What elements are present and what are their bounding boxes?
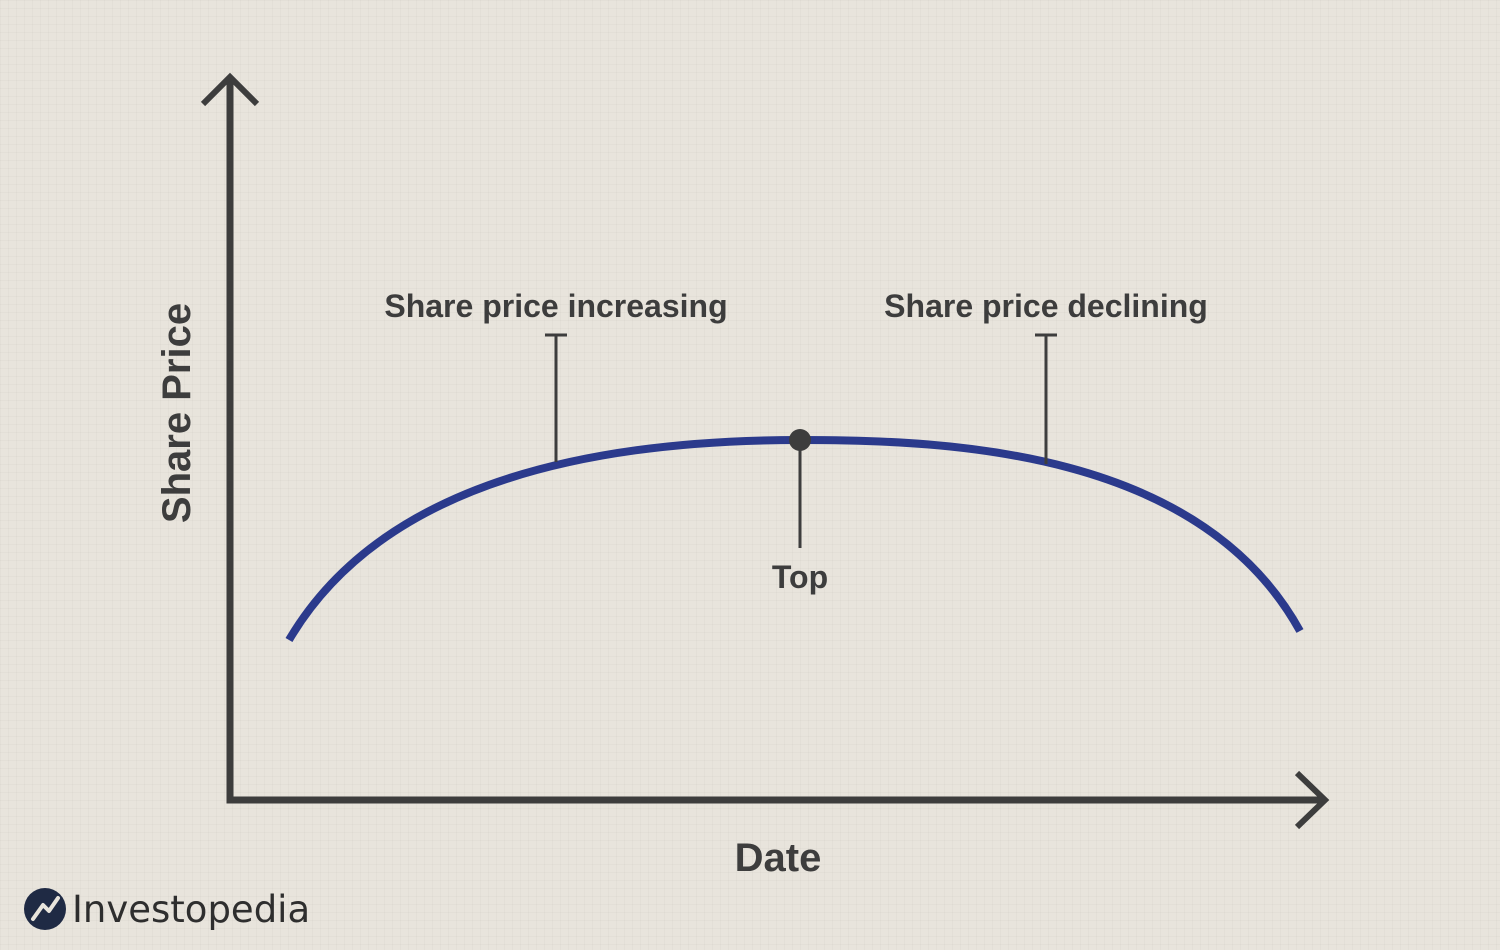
x-axis-arrowhead: [1294, 770, 1330, 830]
y-axis-arrowhead: [200, 72, 260, 107]
investopedia-logo: Investopedia: [24, 888, 310, 931]
y-axis-label: Share Price: [155, 303, 199, 523]
x-axis-label: Date: [735, 836, 822, 880]
label-top: Top: [772, 559, 828, 595]
share-price-curve: [285, 435, 1304, 643]
investopedia-logo-icon: [24, 888, 66, 930]
annotation-top: Top: [772, 429, 828, 595]
top-point-marker: [789, 429, 811, 451]
axes: [200, 72, 1330, 830]
annotation-declining: Share price declining: [884, 288, 1208, 464]
brand-name: Investopedia: [72, 888, 310, 931]
annotation-increasing: Share price increasing: [384, 288, 728, 462]
label-share-price-declining: Share price declining: [884, 288, 1208, 324]
label-share-price-increasing: Share price increasing: [384, 288, 727, 324]
